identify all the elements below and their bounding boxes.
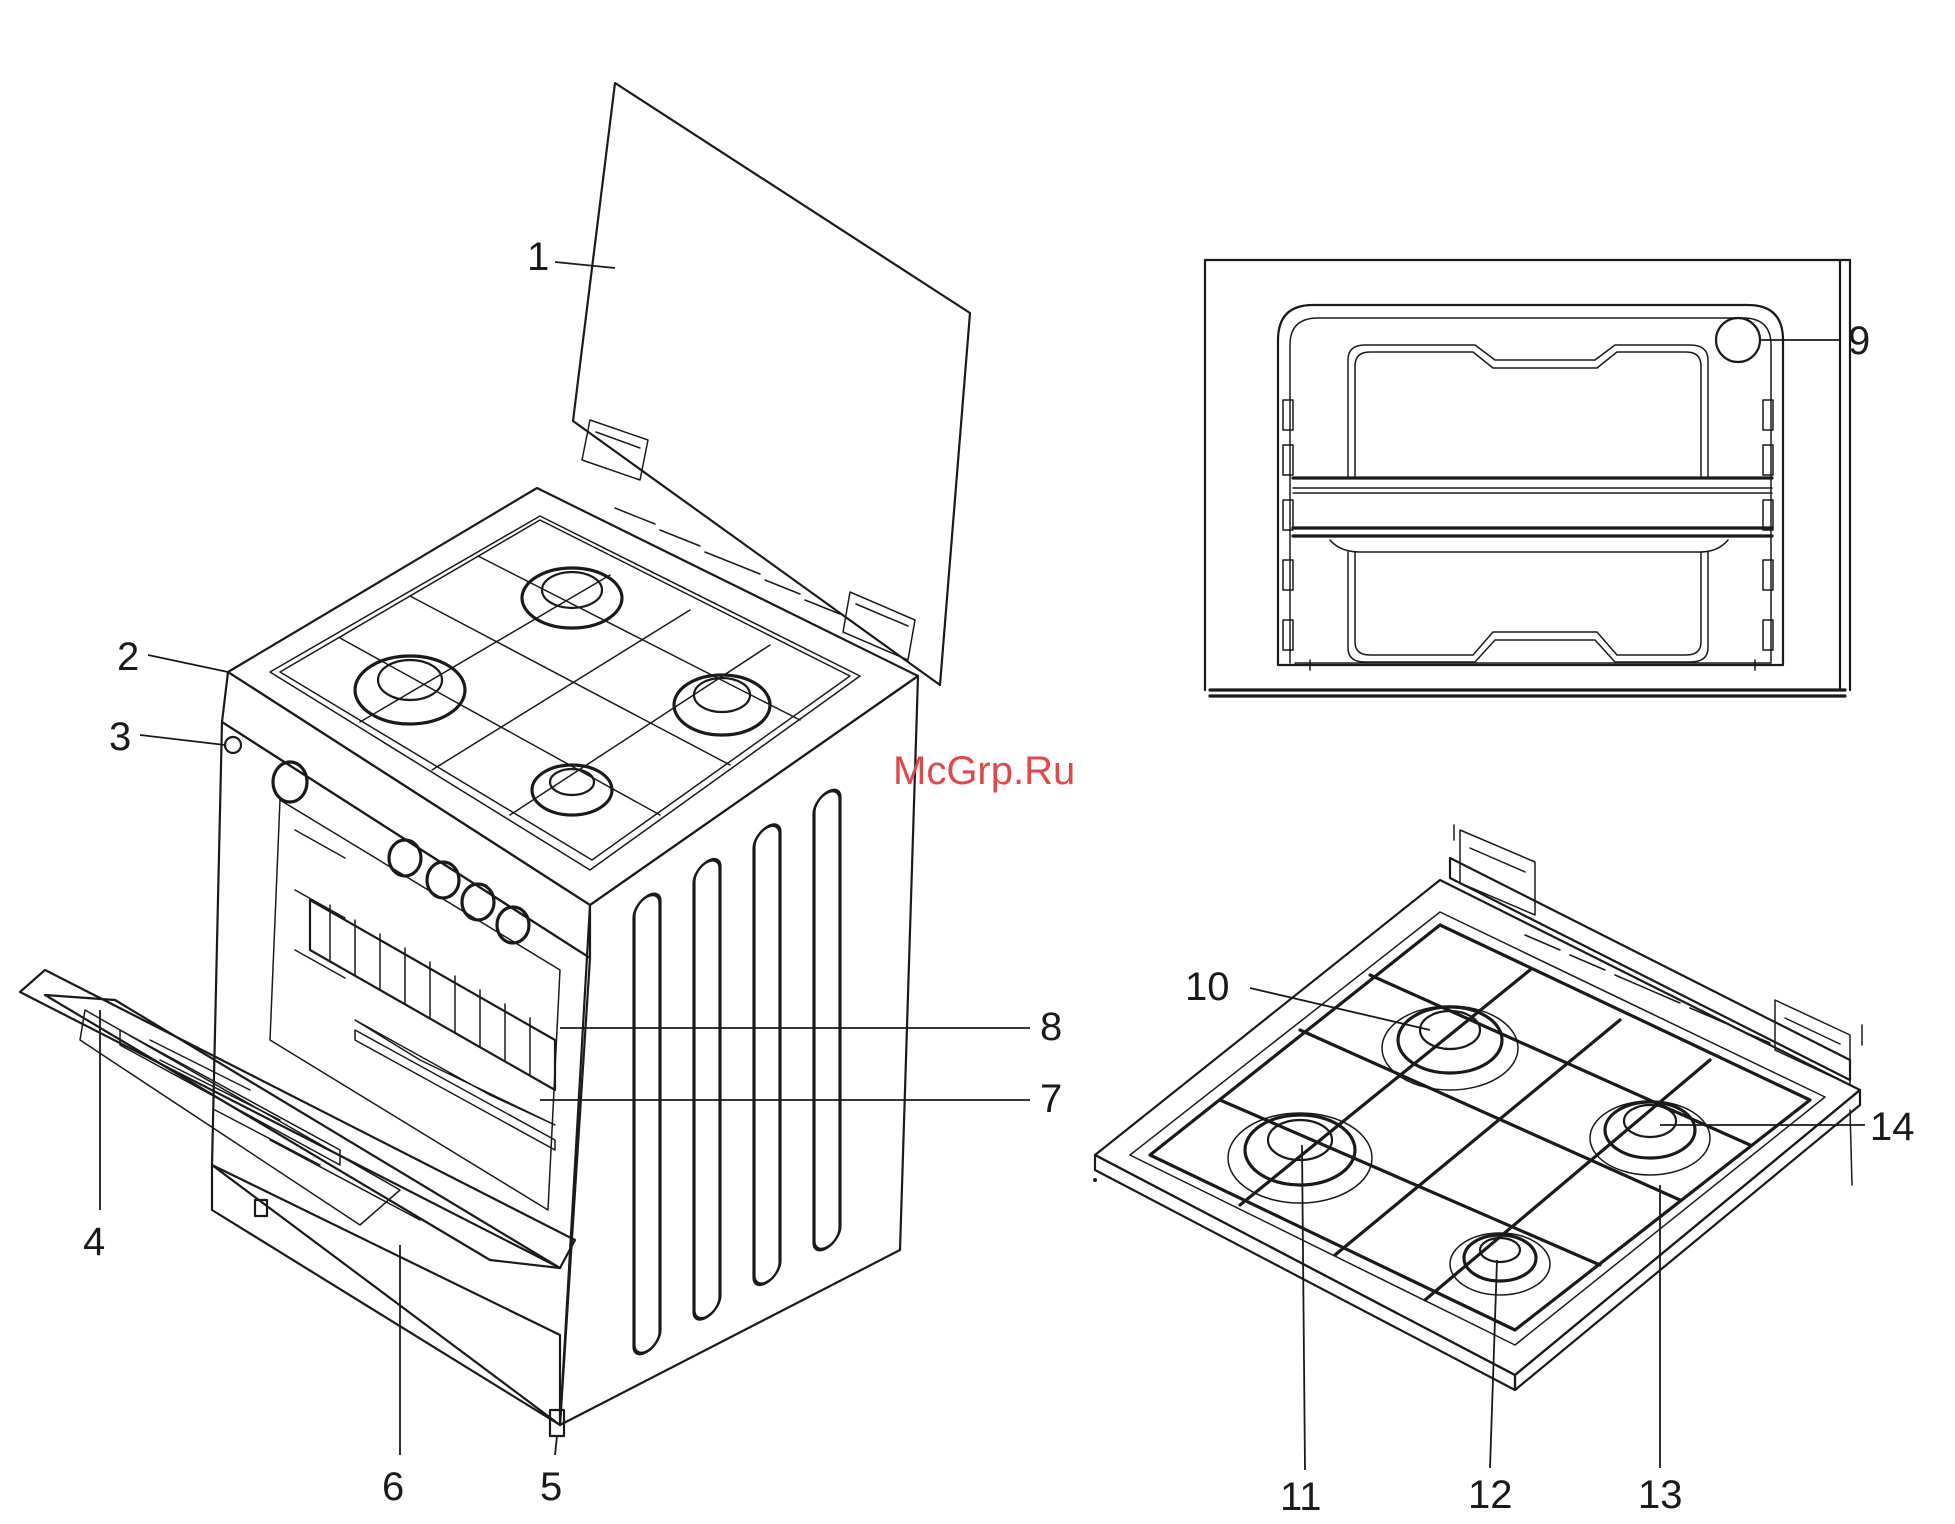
control-knob-4-icon: [497, 907, 529, 943]
hob-burner-front-right: [1450, 1233, 1550, 1295]
callout-1: 1: [527, 235, 549, 279]
callout-2: 2: [117, 635, 139, 679]
hob-detail-illustration: [1093, 825, 1862, 1390]
hob-burner-front: [532, 765, 612, 815]
hob-burner-rear-left: [1382, 1006, 1518, 1090]
wire-shelf: [310, 900, 555, 1090]
control-knob-3-icon: [462, 884, 494, 920]
callout-5: 5: [540, 1465, 562, 1509]
control-knob-oven-icon: [273, 762, 307, 802]
ignition-button-icon: [225, 737, 241, 753]
callout-10: 10: [1185, 965, 1230, 1009]
hob-burner-left: [355, 656, 465, 724]
callout-11: 11: [1280, 1475, 1322, 1519]
callout-4: 4: [83, 1220, 105, 1264]
callout-3: 3: [109, 715, 131, 759]
callout-6: 6: [382, 1465, 404, 1509]
watermark: McGrp.Ru: [893, 749, 1075, 793]
callout-12: 12: [1468, 1473, 1513, 1517]
callout-8: 8: [1040, 1005, 1062, 1049]
oven-interior-illustration: [1205, 260, 1850, 696]
callout-9: 9: [1848, 319, 1870, 363]
hob-burner-right: [674, 675, 770, 735]
oven-lamp-icon: [1716, 318, 1760, 362]
control-panel: [222, 672, 590, 958]
callout-13: 13: [1638, 1473, 1683, 1517]
baking-tray: [355, 1020, 555, 1150]
callout-14: 14: [1870, 1105, 1915, 1149]
lid: [573, 83, 970, 685]
callout-labels: 1 2 3 4 5 6 7 8 9 10 11 12 13 14: [83, 235, 1915, 1519]
leader-lines: [100, 262, 1865, 1470]
cooker-illustration: [20, 83, 970, 1436]
side-panel: [560, 676, 918, 1425]
oven-cavity: [212, 722, 590, 1425]
callout-7: 7: [1040, 1077, 1062, 1121]
